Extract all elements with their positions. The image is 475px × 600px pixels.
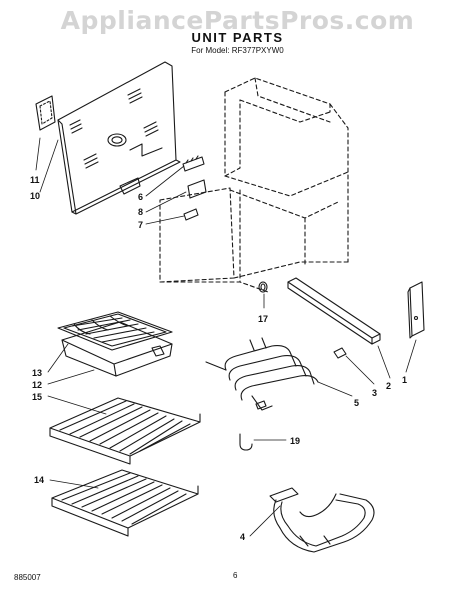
model-number: For Model: RF377PXYW0 [191,46,284,55]
oven-rack-upper [49,397,201,465]
callout-10: 10 [30,191,40,201]
callout-2: 2 [386,381,391,391]
callout-8: 8 [138,207,143,217]
grommet [258,281,268,293]
terminal-block [182,155,205,172]
diagram-title: UNIT PARTS [191,30,284,45]
callout-15: 15 [32,392,42,402]
callout-numbers: 11 10 6 8 7 17 1 2 3 5 13 12 15 14 4 19 [30,175,407,542]
oven-back-panel [57,61,181,215]
bracket [187,179,207,199]
callout-6: 6 [138,192,143,202]
broiler-pan-grid [57,311,173,351]
broiler-pan [61,321,173,377]
rail-clip [333,347,347,359]
callout-17: 17 [258,314,268,324]
callout-3: 3 [372,388,377,398]
watermark: AppliancePartsPros.com [60,6,415,35]
callout-4: 4 [240,532,245,542]
element-clip [239,433,253,451]
leader-lines [35,137,417,537]
callout-5: 5 [354,398,359,408]
bake-element [269,487,375,553]
broiler-rail [287,277,381,345]
clip [183,208,199,221]
oven-rack-lower [51,469,199,537]
page-number: 6 [233,571,238,580]
callout-13: 13 [32,368,42,378]
callout-7: 7 [138,220,143,230]
callout-12: 12 [32,380,42,390]
broil-element [205,337,319,411]
callout-11: 11 [30,175,40,185]
insulation-gasket [35,95,56,131]
callout-19: 19 [290,436,300,446]
callout-14: 14 [34,475,44,485]
oven-cabinet-outline [159,77,349,293]
side-trim [407,281,425,339]
callout-1: 1 [402,375,407,385]
document-id: 885007 [14,573,41,582]
